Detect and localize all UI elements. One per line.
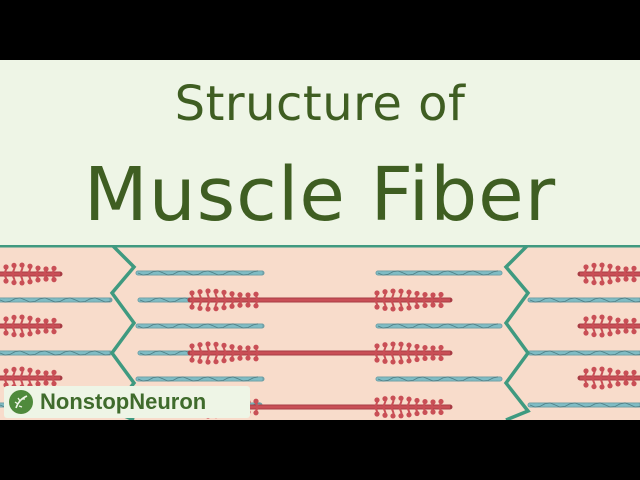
myosin-edge-left-0 <box>0 262 63 286</box>
actin-filament-right-2 <box>375 376 503 382</box>
actin-filament-right-0 <box>375 270 503 276</box>
actin-filament-left-0 <box>135 270 265 276</box>
actin-filament-right-1 <box>375 323 503 329</box>
actin-filament-left-1 <box>135 323 265 329</box>
z-line-right <box>503 243 533 420</box>
myosin-edge-left-2 <box>0 366 63 390</box>
myosin-filament-0 <box>187 288 453 312</box>
myosin-edge-right-1 <box>577 314 640 338</box>
actin-filament-edge-left-0 <box>0 297 113 303</box>
title-area: Structure of Muscle Fiber <box>0 60 640 245</box>
actin-filament-left-2 <box>135 376 265 382</box>
myosin-edge-left-1 <box>0 314 63 338</box>
brand-name: NonstopNeuron <box>40 389 207 414</box>
myosin-edge-right-0 <box>577 262 640 286</box>
actin-filament-edge-left-1 <box>0 350 113 356</box>
myosin-filament-1 <box>187 341 453 365</box>
actin-filament-edge-right-2 <box>527 402 640 408</box>
neuron-leaf-icon <box>9 390 33 414</box>
title-line-2: Muscle Fiber <box>83 152 557 238</box>
actin-filament-edge-right-1 <box>527 350 640 356</box>
title-line-1: Structure of <box>174 76 466 132</box>
brand-badge: NonstopNeuron <box>4 386 250 418</box>
video-frame: Structure of Muscle Fiber NonstopNeuron <box>0 60 640 420</box>
actin-filament-edge-right-0 <box>527 297 640 303</box>
myosin-edge-right-2 <box>577 366 640 390</box>
